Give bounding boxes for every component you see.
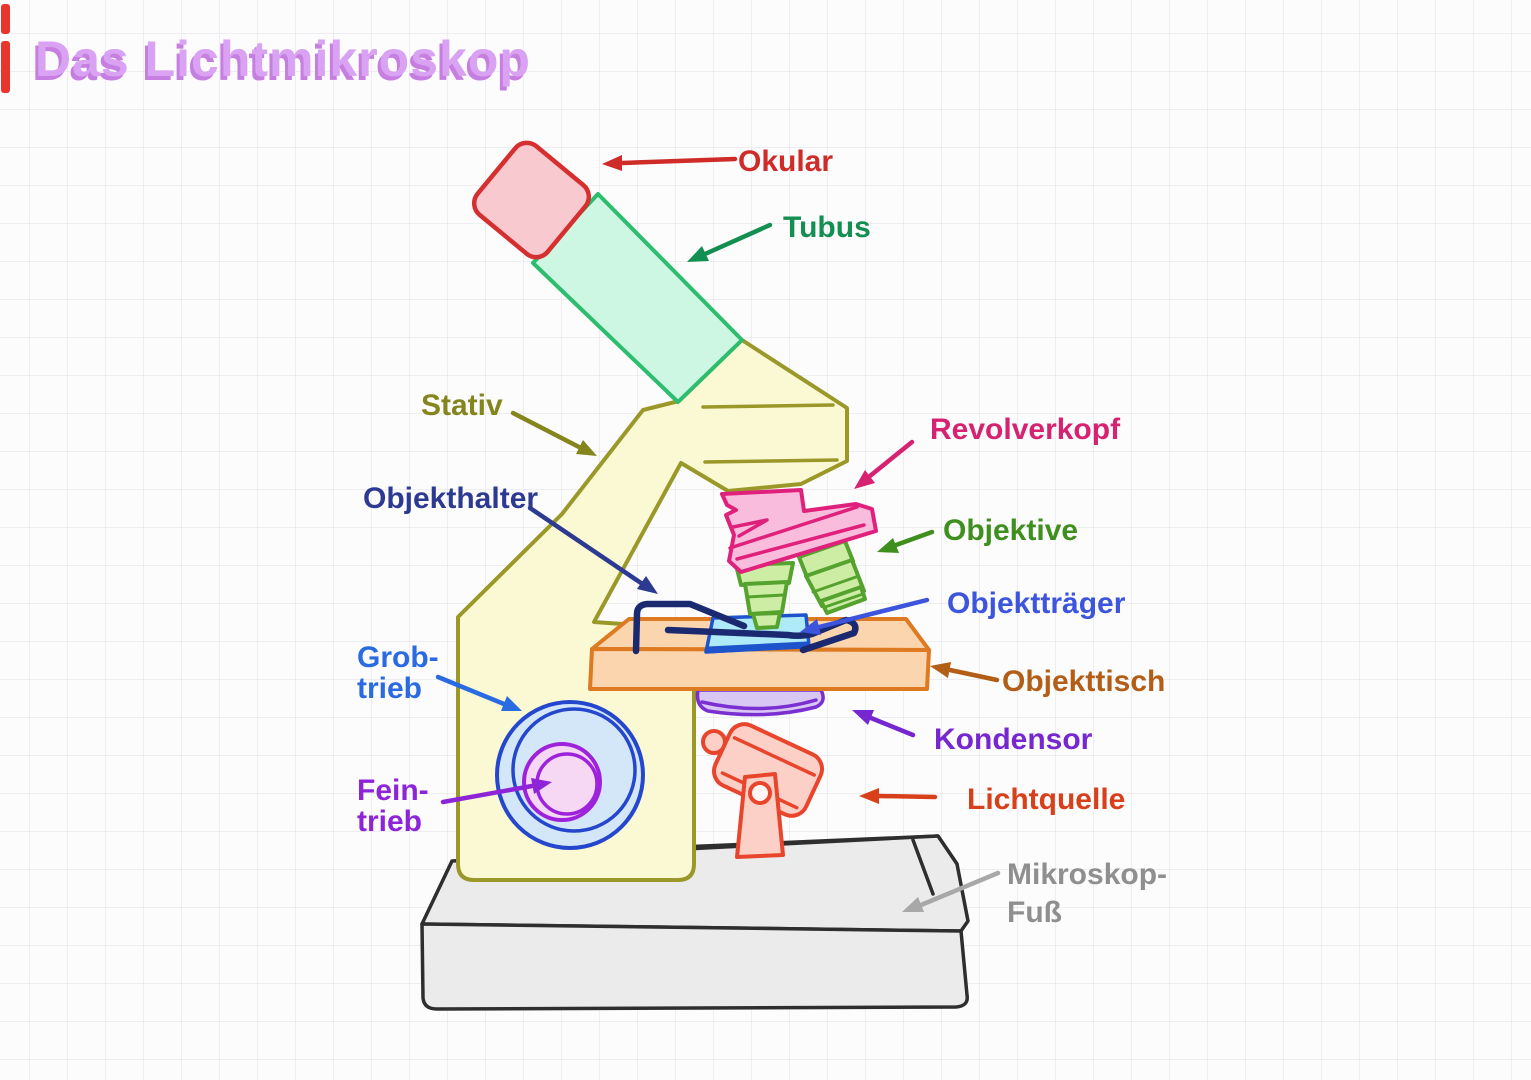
arrowhead (902, 897, 924, 912)
label-tubus: Tubus (783, 211, 871, 244)
arrow-lichtquelle (859, 788, 938, 804)
lamp-rim-line (732, 736, 816, 777)
stage-front-face (588, 647, 931, 691)
nosepiece-edge-line (735, 523, 866, 561)
arrow-line (876, 793, 938, 800)
label-mikroskop-fuss: Mikroskop- Fuß (1007, 858, 1167, 929)
page-title: Das Lichtmikroskop Das Lichtmikroskop (32, 31, 531, 91)
nosepiece-zigzag-line (731, 518, 769, 538)
arm-detail-line (703, 458, 839, 464)
arrow-objekthalter (527, 505, 658, 594)
condenser-rim-line (700, 698, 818, 711)
page-title-text: Das Lichtmikroskop (35, 31, 531, 87)
objective-vertical-barrel (743, 580, 789, 616)
clip-right (664, 616, 859, 654)
arrowhead (637, 576, 658, 594)
light-source (701, 722, 824, 859)
label-lichtquelle: Lichtquelle (967, 783, 1125, 816)
label-objektive: Objektive (943, 514, 1078, 547)
objective-ring-line (823, 592, 865, 609)
label-feintrieb-line1: Fein- (357, 774, 429, 807)
arrow-line (510, 410, 582, 450)
label-objekttisch: Objekttisch (1002, 665, 1165, 698)
arrow-line (893, 529, 935, 548)
arrow-line (619, 156, 738, 166)
page-edge-marks (1, 4, 10, 93)
arrow-feintrieb (440, 778, 552, 805)
slide-holder-clips (632, 600, 859, 655)
microscope-base (420, 834, 970, 1011)
arrowhead (501, 696, 522, 711)
label-grobtrieb-line1: Grob- (357, 641, 439, 674)
arrow-line (435, 674, 507, 707)
eyepiece-body (471, 140, 592, 260)
label-okular: Okular (738, 145, 833, 178)
label-revolverkopf: Revolverkopf (930, 413, 1121, 446)
label-objekthalter: Objekthalter (363, 482, 538, 515)
arrow-objekttraeger (800, 597, 930, 635)
page-title-shadow: Das Lichtmikroskop (32, 35, 528, 91)
arrow-kondensor (852, 710, 916, 738)
coarse-knob-ring (511, 707, 637, 833)
arrow-grobtrieb (435, 674, 522, 711)
condenser (695, 688, 825, 717)
label-mikroskop-fuss-line1: Mikroskop- (1007, 858, 1167, 891)
label-grobtrieb: Grob- trieb (357, 641, 439, 705)
arm-detail-line (701, 403, 835, 409)
arrowhead (852, 710, 874, 725)
arrowhead (930, 662, 951, 678)
arrowhead (576, 440, 597, 456)
label-mikroskop-fuss-line2: Fuß (1007, 896, 1062, 929)
arrow-line (867, 439, 915, 479)
arrow-line (440, 783, 535, 805)
arrowhead (877, 538, 899, 553)
arrowhead (602, 155, 622, 171)
arrow-revolverkopf (854, 439, 915, 489)
objective-vertical-tip (751, 611, 782, 630)
edge-mark (1, 41, 10, 93)
arrow-mikroskop-fuss (902, 870, 1001, 912)
label-grobtrieb-line2: trieb (357, 672, 422, 705)
arrow-line (702, 222, 773, 257)
arrow-stativ (510, 410, 597, 456)
arrow-line (527, 505, 644, 586)
arrow-objekttisch (930, 662, 1000, 683)
arrowhead (687, 246, 709, 262)
edge-mark (1, 4, 10, 34)
objective-ring-line (811, 575, 858, 594)
lamp-pivot (748, 781, 772, 805)
eyepiece (471, 140, 592, 260)
arrowhead (800, 619, 821, 635)
arrow-objektive (877, 529, 935, 553)
arrow-okular (602, 155, 738, 171)
label-feintrieb-line2: trieb (357, 805, 422, 838)
arrowhead (854, 470, 875, 489)
label-feintrieb: Fein- trieb (357, 774, 429, 838)
arrow-line (816, 597, 930, 630)
base-corner-bevel (911, 838, 935, 896)
objective-ring-line (745, 593, 786, 599)
arrow-line (868, 715, 916, 738)
label-kondensor: Kondensor (934, 723, 1093, 756)
base-front-face (420, 922, 970, 1011)
arrowhead (859, 788, 879, 804)
stage (588, 617, 931, 691)
slide-front-edge (704, 641, 811, 654)
arrow-line (918, 870, 1001, 908)
arrow-line (947, 667, 1000, 683)
arrow-tubus (687, 222, 773, 262)
nosepiece-edge-line (728, 505, 859, 550)
label-objekttraeger: Objektträger (947, 587, 1126, 620)
revolving-nosepiece (720, 488, 878, 574)
arrowhead (531, 778, 552, 794)
clip-left (632, 600, 748, 655)
label-stativ: Stativ (421, 389, 503, 422)
